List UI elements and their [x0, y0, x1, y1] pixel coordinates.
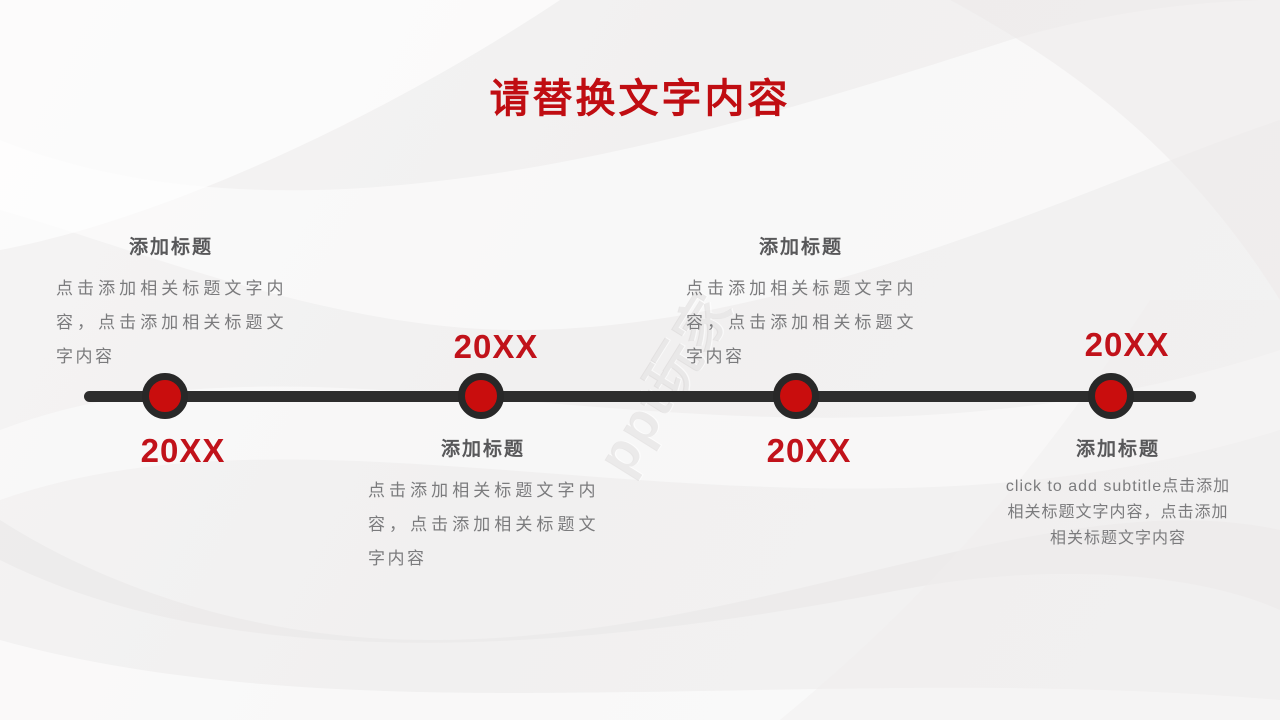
timeline-line [84, 391, 1196, 402]
page-title[interactable]: 请替换文字内容 [489, 77, 791, 121]
year-label-3[interactable]: 20XX [766, 432, 852, 469]
year-label-4[interactable]: 20XX [1084, 326, 1170, 363]
text-block-2[interactable]: 添加标题 点击添加相关标题文字内容，点击添加相关标题文字内容 [368, 436, 598, 576]
text-block-4[interactable]: 添加标题 click to add subtitle点击添加相关标题文字内容，点… [1000, 436, 1236, 552]
timeline-node-dot-3 [773, 373, 819, 419]
text-block-3-heading[interactable]: 添加标题 [758, 237, 843, 258]
text-block-1[interactable]: 添加标题 点击添加相关标题文字内容，点击添加相关标题文字内容 [56, 234, 286, 374]
text-block-4-heading[interactable]: 添加标题 [1075, 439, 1160, 460]
timeline-node-dot-1 [142, 373, 188, 419]
text-block-2-heading[interactable]: 添加标题 [440, 439, 525, 460]
text-block-3-body[interactable]: 点击添加相关标题文字内容，点击添加相关标题文字内容 [686, 279, 916, 366]
text-block-1-heading[interactable]: 添加标题 [128, 237, 213, 258]
year-label-1[interactable]: 20XX [140, 432, 226, 469]
text-block-4-body[interactable]: click to add subtitle点击添加相关标题文字内容，点击添加相关… [1005, 478, 1231, 547]
timeline-node-dot-4 [1088, 373, 1134, 419]
year-label-2[interactable]: 20XX [453, 328, 539, 365]
text-block-1-body[interactable]: 点击添加相关标题文字内容，点击添加相关标题文字内容 [56, 279, 286, 366]
timeline-node-dot-2 [458, 373, 504, 419]
text-block-2-body[interactable]: 点击添加相关标题文字内容，点击添加相关标题文字内容 [368, 481, 598, 568]
text-block-3[interactable]: 添加标题 点击添加相关标题文字内容，点击添加相关标题文字内容 [686, 234, 916, 374]
